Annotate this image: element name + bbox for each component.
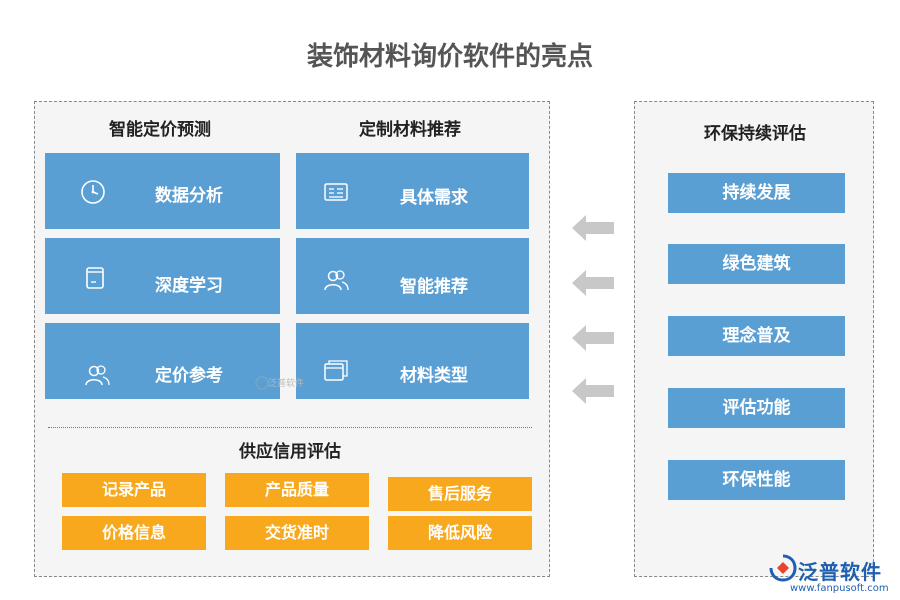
brand-logo-icon bbox=[769, 554, 797, 582]
section-title-material-recommendation: 定制材料推荐 bbox=[359, 120, 461, 140]
eco-item-evaluation-function: 评估功能 bbox=[668, 388, 845, 428]
card-pricing-reference: 定价参考 bbox=[45, 323, 280, 399]
tag-after-sales: 售后服务 bbox=[388, 477, 532, 511]
card-label: 材料类型 bbox=[400, 366, 468, 386]
list-card-icon bbox=[324, 183, 348, 201]
tag-on-time-delivery: 交货准时 bbox=[225, 516, 369, 550]
diagram-title: 装饰材料询价软件的亮点 bbox=[306, 42, 593, 72]
card-specific-needs: 具体需求 bbox=[296, 153, 529, 229]
tag-reduce-risk: 降低风险 bbox=[388, 516, 532, 550]
tag-price-info: 价格信息 bbox=[62, 516, 206, 550]
brand-name: 泛普软件 bbox=[798, 560, 882, 584]
eco-item-concept-popularization: 理念普及 bbox=[668, 316, 845, 356]
tag-product-quality: 产品质量 bbox=[225, 473, 369, 507]
section-title-eco-assessment: 环保持续评估 bbox=[704, 124, 806, 144]
card-label: 深度学习 bbox=[155, 276, 223, 296]
section-title-supplier-credit: 供应信用评估 bbox=[239, 442, 341, 462]
left-arrow-icon bbox=[572, 378, 614, 404]
windows-icon bbox=[324, 360, 348, 381]
tag-record-products: 记录产品 bbox=[62, 473, 206, 507]
left-arrow-icon bbox=[572, 270, 614, 296]
card-deep-learning: 深度学习 bbox=[45, 238, 280, 314]
eco-item-green-building: 绿色建筑 bbox=[668, 244, 845, 284]
left-arrow-icon bbox=[572, 325, 614, 351]
card-label: 具体需求 bbox=[400, 188, 468, 208]
document-icon bbox=[86, 267, 104, 289]
users-icon bbox=[324, 270, 349, 291]
divider-line bbox=[48, 427, 532, 428]
card-data-analysis: 数据分析 bbox=[45, 153, 280, 229]
eco-item-sustainable-development: 持续发展 bbox=[668, 173, 845, 213]
card-material-type: 材料类型 bbox=[296, 323, 529, 399]
left-arrow-icon bbox=[572, 215, 614, 241]
card-label: 定价参考 bbox=[155, 366, 223, 386]
clock-icon bbox=[81, 180, 105, 204]
eco-item-eco-performance: 环保性能 bbox=[668, 460, 845, 500]
card-smart-recommendation: 智能推荐 bbox=[296, 238, 529, 314]
watermark-logo bbox=[255, 376, 269, 390]
users-icon bbox=[85, 365, 110, 386]
brand-url: www.fanpusoft.com bbox=[790, 583, 889, 594]
section-title-pricing-prediction: 智能定价预测 bbox=[109, 120, 211, 140]
card-label: 智能推荐 bbox=[400, 277, 468, 297]
watermark-text: 泛普软件 bbox=[268, 379, 305, 389]
card-label: 数据分析 bbox=[155, 186, 223, 206]
